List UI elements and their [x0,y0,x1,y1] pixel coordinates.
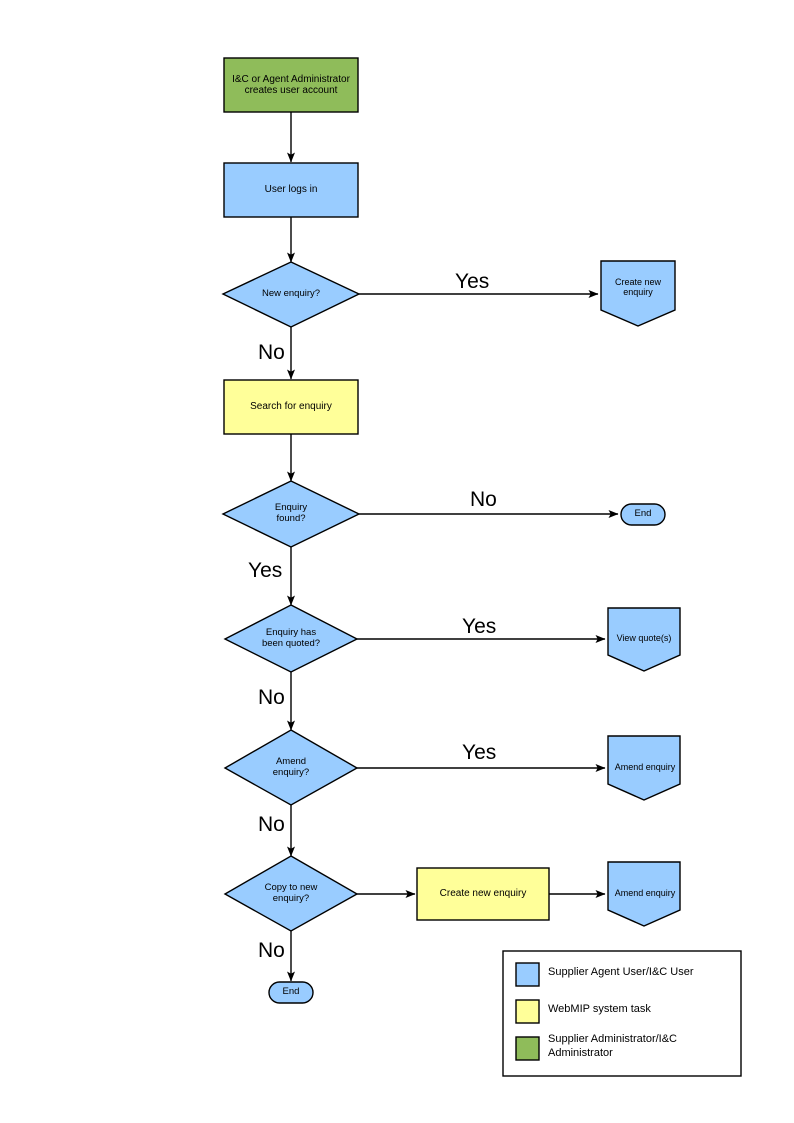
node-amend-enquiry-doc-1[interactable] [607,735,681,801]
node-amend-enquiry-decision[interactable] [223,729,359,806]
node-enquiry-found-decision[interactable] [221,480,361,548]
legend-box [502,950,742,1077]
node-search-for-enquiry[interactable] [223,379,359,435]
edge-label-amend-yes: Yes [462,741,497,764]
edge-label-amend-no: No [258,813,285,836]
node-copy-to-new-enquiry-decision[interactable] [223,855,359,932]
edge-label-found-no: No [470,488,497,511]
node-amend-enquiry-doc-2[interactable] [607,861,681,927]
edge-label-new-enquiry-no: No [258,341,285,364]
edge-label-quoted-no: No [258,686,285,709]
node-view-quotes-doc[interactable] [607,607,681,672]
edge-label-found-yes: Yes [248,559,283,582]
legend-label-user: Supplier Agent User/I&C User [548,966,694,978]
node-end-terminator-2[interactable] [268,981,314,1004]
edge-label-quoted-yes: Yes [462,615,497,638]
legend-swatch-user [515,962,540,987]
legend-swatch-admin [515,1036,540,1061]
node-end-terminator-1[interactable] [620,503,666,526]
legend-label-admin: Supplier Administrator/I&C Administrator [548,1033,677,1059]
node-admin-creates-user-account[interactable] [223,57,359,113]
node-enquiry-quoted-decision[interactable] [223,604,359,673]
edge-label-copy-no: No [258,939,285,962]
node-create-new-enquiry-task[interactable] [416,867,550,921]
node-user-logs-in[interactable] [223,162,359,218]
node-create-new-enquiry-doc[interactable] [600,260,676,327]
legend-swatch-system [515,999,540,1024]
node-new-enquiry-decision[interactable] [221,261,361,328]
legend-label-system: WebMIP system task [548,1003,651,1015]
edge-label-new-enquiry-yes: Yes [455,270,490,293]
connectors [287,112,619,982]
